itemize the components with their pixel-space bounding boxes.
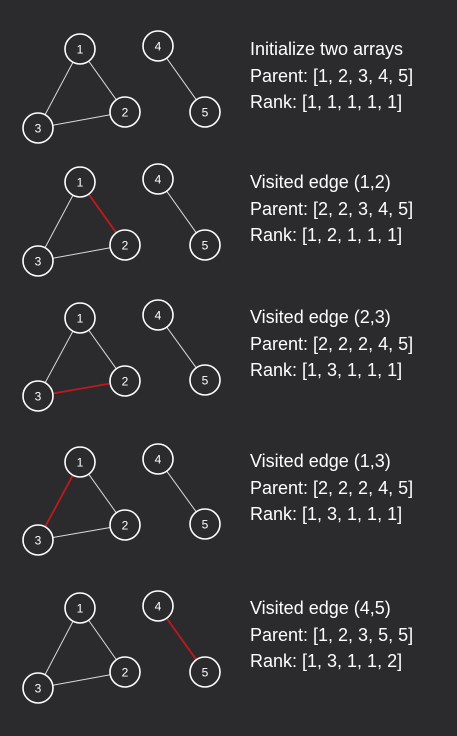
edge-1-2	[88, 619, 117, 661]
edge-1-3	[44, 330, 74, 384]
rank-array: Rank: [1, 3, 1, 1, 2]	[250, 651, 403, 671]
edge-1-3	[44, 621, 74, 675]
rank-array: Rank: [1, 3, 1, 1, 1]	[250, 504, 403, 524]
step-2-text: Visited edge (1,2) Parent: [2, 2, 3, 4, …	[250, 169, 413, 249]
node-1	[64, 302, 96, 334]
highlighted-edge-1-2	[87, 193, 118, 234]
node-label-5: 5	[202, 518, 209, 532]
edge-2-3	[52, 247, 111, 259]
node-3	[22, 672, 54, 704]
edge-1-3	[44, 62, 74, 115]
node-label-3: 3	[35, 682, 42, 696]
rank-array: Rank: [1, 1, 1, 1, 1]	[250, 92, 403, 112]
node-1	[64, 592, 96, 624]
step-1-text: Initialize two arrays Parent: [1, 2, 3, …	[250, 36, 413, 116]
node-label-1: 1	[77, 312, 84, 326]
step-caption: Visited edge (4,5)	[250, 598, 391, 618]
node-2	[109, 509, 141, 541]
node-label-3: 3	[35, 390, 42, 404]
graph-panel-5: 1 2 3 4 5	[22, 590, 221, 704]
graph-panel-2: 1 2 3 4 5	[22, 163, 221, 277]
node-label-4: 4	[155, 453, 162, 467]
node-5	[189, 96, 221, 128]
node-label-2: 2	[122, 239, 129, 253]
node-4	[142, 299, 174, 331]
node-4	[142, 163, 174, 195]
node-label-2: 2	[122, 666, 129, 680]
step-caption: Initialize two arrays	[250, 39, 404, 59]
step-caption: Visited edge (1,2)	[250, 172, 391, 192]
node-3	[22, 245, 54, 277]
node-label-2: 2	[122, 375, 129, 389]
node-3	[22, 524, 54, 556]
node-2	[109, 656, 141, 688]
node-label-4: 4	[155, 600, 162, 614]
node-label-5: 5	[202, 666, 209, 680]
parent-array: Parent: [2, 2, 2, 4, 5]	[250, 333, 414, 354]
graph-panel-3: 1 2 3 4 5	[22, 299, 221, 412]
step-caption: Visited edge (2,3)	[250, 307, 391, 327]
node-3	[22, 112, 54, 144]
node-label-5: 5	[202, 239, 209, 253]
graph-panel-4: 1 2 3 4 5	[22, 443, 221, 556]
node-4	[142, 30, 174, 62]
node-4	[142, 443, 174, 475]
node-1	[64, 446, 96, 478]
node-label-1: 1	[77, 456, 84, 470]
parent-array: Parent: [2, 2, 3, 4, 5]	[250, 198, 414, 219]
node-1	[64, 33, 96, 65]
node-label-3: 3	[35, 122, 42, 136]
edge-4-5	[166, 326, 197, 369]
highlighted-edge-2-3	[52, 382, 111, 395]
edge-1-2	[88, 473, 117, 514]
node-5	[189, 508, 221, 540]
node-label-1: 1	[77, 176, 84, 190]
parent-array: Parent: [1, 2, 3, 4, 5]	[250, 65, 414, 86]
node-5	[189, 656, 221, 688]
parent-array: Parent: [2, 2, 2, 4, 5]	[250, 477, 414, 498]
edge-2-3	[52, 114, 111, 126]
node-5	[189, 229, 221, 261]
node-4	[142, 590, 174, 622]
edge-4-5	[166, 57, 197, 101]
edge-1-2	[88, 329, 117, 370]
node-label-2: 2	[122, 106, 129, 120]
edge-4-5	[166, 190, 197, 234]
edge-2-3	[52, 674, 111, 686]
node-label-5: 5	[202, 374, 209, 388]
node-2	[109, 96, 141, 128]
edge-4-5	[166, 470, 197, 513]
step-3-text: Visited edge (2,3) Parent: [2, 2, 2, 4, …	[250, 304, 413, 384]
parent-array: Parent: [1, 2, 3, 5, 5]	[250, 624, 414, 645]
node-3	[22, 380, 54, 412]
node-label-3: 3	[35, 255, 42, 269]
edge-2-3	[52, 527, 111, 538]
node-5	[189, 364, 221, 396]
node-label-1: 1	[77, 43, 84, 57]
step-4-text: Visited edge (1,3) Parent: [2, 2, 2, 4, …	[250, 448, 413, 528]
node-1	[64, 166, 96, 198]
highlighted-edge-1-3	[44, 474, 74, 528]
highlighted-edge-4-5	[165, 617, 198, 661]
node-label-4: 4	[155, 40, 162, 54]
node-label-2: 2	[122, 519, 129, 533]
node-2	[109, 365, 141, 397]
node-label-3: 3	[35, 534, 42, 548]
node-label-4: 4	[155, 309, 162, 323]
step-5-text: Visited edge (4,5) Parent: [1, 2, 3, 5, …	[250, 595, 413, 675]
rank-array: Rank: [1, 2, 1, 1, 1]	[250, 225, 403, 245]
node-label-1: 1	[77, 602, 84, 616]
edge-1-3	[44, 195, 74, 248]
node-label-5: 5	[202, 106, 209, 120]
edge-1-2	[88, 60, 117, 101]
graph-panel-1: 1 2 3 4 5	[22, 30, 221, 144]
step-caption: Visited edge (1,3)	[250, 451, 391, 471]
rank-array: Rank: [1, 3, 1, 1, 1]	[250, 360, 403, 380]
node-label-4: 4	[155, 173, 162, 187]
node-2	[109, 229, 141, 261]
